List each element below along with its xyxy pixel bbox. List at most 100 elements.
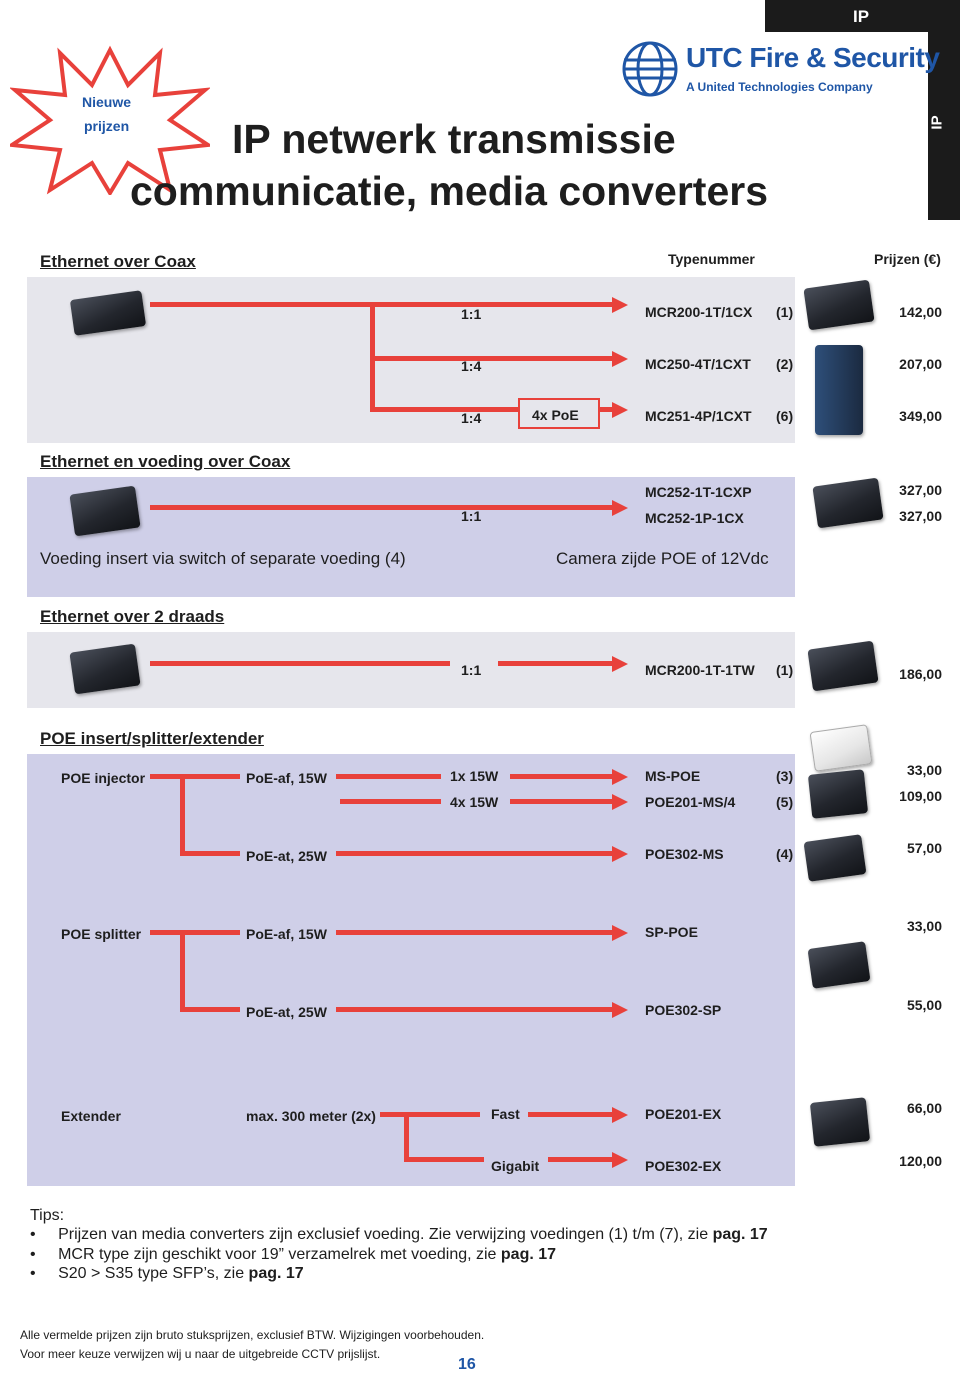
coax-line-3b bbox=[600, 407, 616, 412]
section-title-poe: POE insert/splitter/extender bbox=[40, 729, 264, 748]
injector-note-2: (5) bbox=[776, 794, 794, 810]
tips-item-1-text: Prijzen van media converters zijn exclus… bbox=[58, 1226, 713, 1243]
tips-item-3-ref: pag. 17 bbox=[248, 1265, 304, 1282]
splitter-model-1: SP-POE bbox=[645, 924, 698, 940]
extender-model-1: POE201-EX bbox=[645, 1106, 722, 1122]
coax-price-2: 207,00 bbox=[899, 356, 942, 372]
poe201-ms4-device-image bbox=[807, 769, 869, 819]
injector-price-2: 109,00 bbox=[899, 788, 942, 804]
extender-speed-gigabit: Gigabit bbox=[491, 1158, 540, 1174]
splitter-arrow-1 bbox=[612, 925, 628, 941]
injector-model-3: POE302-MS bbox=[645, 846, 724, 862]
injector-port-4x: 4x 15W bbox=[450, 794, 499, 810]
extender-model-2: POE302-EX bbox=[645, 1158, 722, 1174]
injector-4x-line-b bbox=[510, 799, 616, 804]
coax-power-left-note: Voeding insert via switch of separate vo… bbox=[40, 549, 406, 568]
coax-extra-3: 4x PoE bbox=[532, 407, 579, 423]
splitter-branch-vertical bbox=[180, 930, 185, 1012]
bullet-icon: • bbox=[30, 1246, 36, 1263]
injector-arrow-2 bbox=[612, 794, 628, 810]
page-title-line1: IP netwerk transmissie bbox=[232, 116, 676, 162]
coax-line-3a bbox=[370, 407, 520, 412]
coax-price-3: 349,00 bbox=[899, 408, 942, 424]
brand-name: UTC Fire & Security bbox=[686, 42, 940, 73]
coax-power-panel bbox=[27, 477, 795, 597]
ip-side-tab: IP bbox=[928, 32, 960, 220]
poe-splitter-label: POE splitter bbox=[61, 926, 142, 942]
extender-price-2: 120,00 bbox=[899, 1153, 942, 1169]
two-wire-line-b bbox=[498, 661, 616, 666]
injector-model-2: POE201-MS/4 bbox=[645, 794, 736, 810]
two-wire-panel bbox=[27, 632, 795, 708]
two-wire-price: 186,00 bbox=[899, 666, 942, 682]
coax-power-price-2: 327,00 bbox=[899, 508, 942, 524]
coax-power-right-note: Camera zijde POE of 12Vdc bbox=[556, 549, 769, 568]
splitter-price-2: 55,00 bbox=[906, 997, 942, 1013]
injector-af-label: PoE-af, 15W bbox=[246, 770, 327, 786]
coax-power-model-2: MC252-1P-1CX bbox=[645, 510, 744, 526]
section-title-coax: Ethernet over Coax bbox=[40, 252, 196, 271]
poe-4x-box: 4x PoE bbox=[518, 398, 600, 429]
footer-line1: Alle vermelde prijzen zijn bruto stukspr… bbox=[20, 1328, 485, 1342]
tips-item-3-text: S20 > S35 type SFP’s, zie bbox=[58, 1265, 249, 1282]
badge-line2: prijzen bbox=[84, 118, 130, 134]
extender-gigabit-line bbox=[548, 1157, 616, 1162]
injector-model-1: MS-POE bbox=[645, 768, 701, 784]
tips-item-2-ref: pag. 17 bbox=[500, 1246, 557, 1263]
injector-arrow-3 bbox=[612, 846, 628, 862]
injector-price-3: 57,00 bbox=[906, 840, 942, 856]
splitter-line-at bbox=[180, 1007, 240, 1012]
coax-power-model-1: MC252-1T-1CXP bbox=[645, 484, 752, 500]
column-header-price: Prijzen (€) bbox=[874, 251, 941, 267]
two-wire-model: MCR200-1T-1TW bbox=[645, 662, 755, 678]
two-wire-arrow bbox=[612, 656, 628, 672]
tips-item-2: • MCR type zijn geschikt voor 19” verzam… bbox=[30, 1246, 556, 1264]
new-prices-starburst-icon bbox=[10, 45, 210, 195]
tips-item-2-text: MCR type zijn geschikt voor 19” verzamel… bbox=[58, 1246, 501, 1263]
injector-af-line bbox=[336, 774, 441, 779]
injector-line-at bbox=[180, 851, 240, 856]
tips-heading: Tips: bbox=[30, 1207, 65, 1224]
coax-power-price-1: 327,00 bbox=[899, 482, 942, 498]
utc-globe-logo-icon bbox=[622, 41, 678, 97]
splitter-af-label: PoE-af, 15W bbox=[246, 926, 327, 942]
injector-arrow-1 bbox=[612, 769, 628, 785]
footer-line2: Voor meer keuze verwijzen wij u naar de … bbox=[20, 1347, 381, 1361]
bullet-icon: • bbox=[30, 1265, 36, 1282]
splitter-af-line bbox=[336, 930, 616, 935]
badge-line1: Nieuwe bbox=[82, 94, 132, 110]
coax-note-3: (6) bbox=[776, 408, 794, 424]
coax-price-1: 142,00 bbox=[899, 304, 942, 320]
extender-line-top bbox=[380, 1112, 480, 1117]
extender-branch-vertical bbox=[404, 1112, 409, 1162]
extender-line-gigabit bbox=[404, 1157, 484, 1162]
splitter-line-top bbox=[150, 930, 240, 935]
injector-price-1: 33,00 bbox=[906, 762, 942, 778]
mcr200-device-image bbox=[803, 279, 875, 331]
sp-poe-device-image bbox=[807, 941, 871, 989]
page-title-line2: communicatie, media converters bbox=[130, 168, 769, 214]
splitter-at-line bbox=[336, 1007, 616, 1012]
injector-at-line bbox=[336, 851, 616, 856]
injector-line-top bbox=[150, 774, 240, 779]
extender-fast-line bbox=[528, 1112, 616, 1117]
coax-arrow-2 bbox=[612, 351, 628, 367]
poe302-ms-device-image bbox=[803, 834, 867, 882]
splitter-model-2: POE302-SP bbox=[645, 1002, 722, 1018]
two-wire-note: (1) bbox=[776, 662, 794, 678]
injector-at-label: PoE-at, 25W bbox=[246, 848, 327, 864]
coax-line-main bbox=[150, 302, 616, 307]
splitter-price-1: 33,00 bbox=[906, 918, 942, 934]
injector-4x-line-a bbox=[340, 799, 441, 804]
two-wire-line-a bbox=[150, 661, 450, 666]
coax-note-1: (1) bbox=[776, 304, 794, 320]
injector-note-3: (4) bbox=[776, 846, 794, 862]
ip-tab-label: IP bbox=[853, 7, 870, 26]
coax-ratio-2: 1:4 bbox=[461, 358, 482, 374]
ms-poe-device-image bbox=[809, 724, 873, 772]
ip-tab: IP bbox=[765, 0, 960, 32]
poe-extender-device-image bbox=[809, 1097, 871, 1147]
splitter-arrow-2 bbox=[612, 1002, 628, 1018]
extender-arrow-1 bbox=[612, 1107, 628, 1123]
coax-line-2 bbox=[370, 356, 616, 361]
